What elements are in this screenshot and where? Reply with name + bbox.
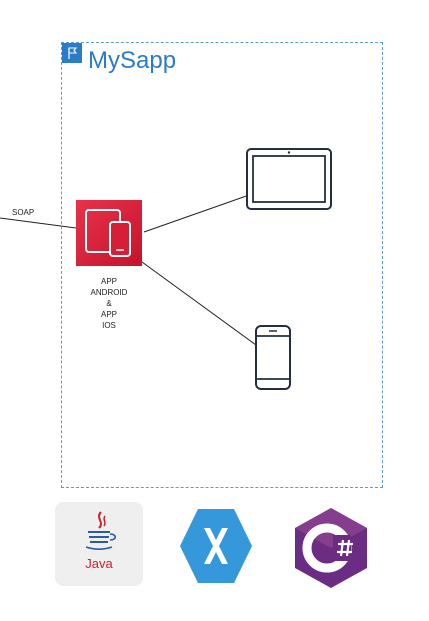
group-title: MySapp <box>88 47 177 74</box>
soap-label: SOAP <box>12 208 35 217</box>
app-to-phone-connector <box>141 261 257 346</box>
app-to-tablet-connector <box>143 193 253 233</box>
app-label-line: APP <box>100 310 117 319</box>
tablet-icon <box>246 148 332 215</box>
mobile-app-icon <box>76 200 142 266</box>
xamarin-logo <box>179 506 253 591</box>
app-label-line: IOS <box>102 321 116 330</box>
phone-icon <box>255 325 291 396</box>
mysapp-group: MySapp <box>61 42 383 488</box>
java-logo: Java <box>55 502 143 586</box>
soap-connector <box>0 217 77 229</box>
csharp-logo <box>291 507 371 594</box>
app-label-line: ANDROID <box>90 288 128 297</box>
app-label: APP ANDROID & APP IOS <box>76 276 142 331</box>
java-cup-icon <box>85 511 117 551</box>
flag-icon <box>62 43 82 63</box>
app-label-line: & <box>106 299 112 308</box>
app-label-line: APP <box>100 277 117 286</box>
java-text: Java <box>85 556 113 571</box>
